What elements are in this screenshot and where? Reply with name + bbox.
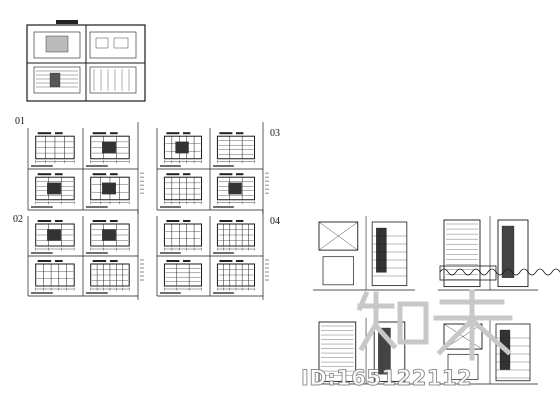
- sheet-label-02: 02: [13, 214, 23, 225]
- sheet-label-03: 03: [270, 128, 280, 139]
- watermark-logo: [356, 289, 513, 361]
- sheet-04-view-3: [163, 263, 203, 287]
- sheet-label-04: 04: [270, 216, 280, 227]
- detail-sheet-b: [438, 216, 538, 290]
- watermark-id: ID:165122112: [300, 366, 473, 391]
- sheet-02-view-2: [90, 223, 130, 247]
- sheet-03-view-1: [163, 135, 203, 160]
- sheet-03-view-4: [216, 176, 256, 201]
- sheet-label-01: 01: [15, 116, 25, 127]
- sheet-02-view-3: [35, 263, 75, 287]
- detail-sheet-b-ornament: [439, 268, 560, 276]
- sheet-03-view-3: [163, 176, 203, 201]
- sheet-01-view-3: [35, 176, 75, 201]
- sheet-01-view-2: [90, 135, 130, 160]
- detail-sheet-a: [313, 216, 415, 290]
- sheet-04-view-1: [163, 223, 203, 247]
- sheet-03-view-2: [216, 135, 256, 160]
- sheet-02-view-1: [35, 223, 75, 247]
